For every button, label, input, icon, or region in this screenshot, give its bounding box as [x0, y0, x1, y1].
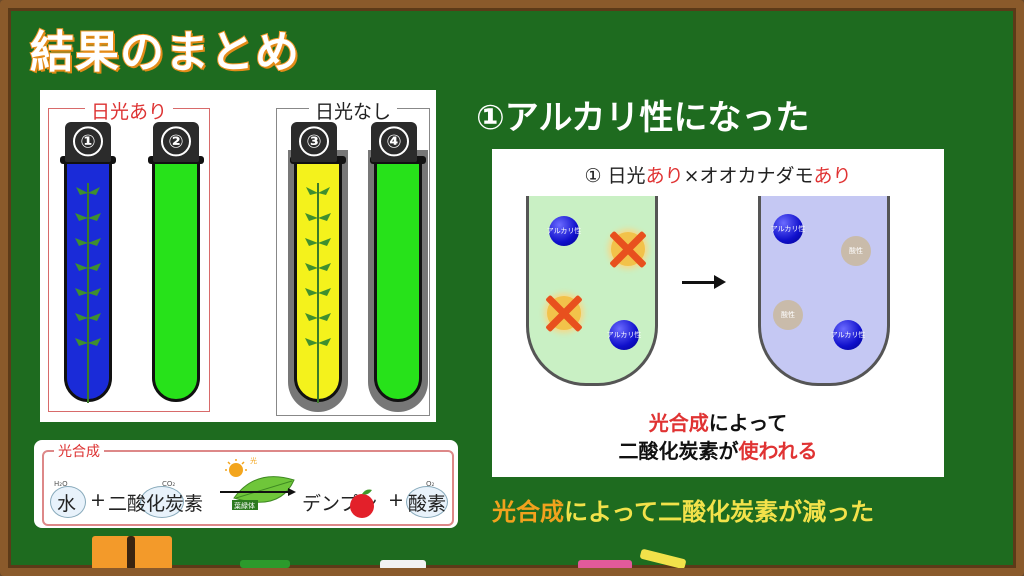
photosynthesis-frame: 光合成 H₂O 水 + CO₂ 二酸化炭素 光 葉緑体	[42, 441, 454, 526]
plus-sign-1: +	[90, 489, 106, 511]
test-tube-4	[374, 160, 422, 402]
chalk-white	[380, 560, 426, 568]
alkali-ion	[773, 214, 803, 244]
tube-3-stopper: ③	[291, 122, 337, 162]
tube-4-stopper: ④	[371, 122, 417, 162]
chalk-green	[240, 560, 290, 568]
page-title: 結果のまとめ	[29, 26, 300, 79]
chalk-pink	[578, 560, 632, 568]
panel-note-line-2: 二酸化炭素が使われる	[492, 435, 944, 464]
co2-bubble	[140, 486, 184, 518]
result-caption: ① 日光あり×オオカナダモあり	[492, 161, 944, 188]
faded-acid-ion	[841, 236, 871, 266]
water-label: 水	[57, 493, 77, 515]
result-panel: ① 日光あり×オオカナダモあり アルカリ性 アルカリ性 アルカリ性 酸性 酸性 …	[492, 149, 944, 477]
oxygen-bubble	[406, 486, 448, 518]
caption-prefix: ① 日光	[584, 165, 646, 187]
faded-acid-label: 酸性	[781, 311, 795, 319]
arrow-right-icon	[682, 275, 726, 289]
group-no-sunlight-label: 日光なし	[308, 97, 398, 124]
leaf-icon	[220, 459, 296, 510]
group-no-sunlight: 日光なし	[276, 97, 430, 416]
tube-4-number: ④	[379, 126, 409, 157]
caption-middle: ×オオカナダモ	[683, 165, 814, 187]
photosynthesis-title: 光合成	[54, 441, 104, 461]
plus-sign-2: +	[388, 489, 404, 511]
tube-3-number: ③	[299, 126, 329, 157]
cross-mark-icon	[543, 292, 585, 334]
tube-1-number: ①	[73, 126, 103, 157]
conclusion-text: 光合成によって二酸化炭素が減った	[492, 492, 874, 527]
beaker-before: アルカリ性 アルカリ性	[526, 196, 658, 386]
eraser-band	[127, 536, 135, 568]
note-prefix-2: 二酸化炭素が	[618, 439, 739, 463]
tube-1-stopper: ①	[65, 122, 111, 162]
alkali-label: アルカリ性	[546, 227, 582, 235]
oxygen-formula: O₂	[426, 480, 435, 488]
co2-label: 二酸化炭素	[108, 493, 204, 515]
faded-acid-ion	[773, 300, 803, 330]
faded-acid-label: 酸性	[849, 247, 863, 255]
group-sunlight: 日光あり	[48, 97, 210, 412]
result-heading: ①アルカリ性になった	[476, 98, 810, 138]
cross-mark-icon	[607, 228, 649, 270]
caption-highlight-2: あり	[813, 165, 852, 187]
alkali-ion	[549, 216, 579, 246]
alkali-label: アルカリ性	[830, 331, 866, 339]
alkali-label: アルカリ性	[606, 331, 642, 339]
test-tube-1	[64, 160, 112, 403]
apple-icon	[350, 489, 374, 518]
group-sunlight-label: 日光あり	[84, 97, 174, 124]
alkali-label: アルカリ性	[770, 225, 806, 233]
water-formula: H₂O	[54, 480, 68, 488]
test-tube-3	[294, 160, 342, 403]
note-highlight-1: 光合成	[648, 411, 709, 435]
alkali-ion	[609, 320, 639, 350]
note-rest-1: によって	[708, 411, 788, 435]
waterweed-icon	[75, 183, 101, 403]
co2-formula: CO₂	[162, 480, 176, 488]
waterweed-icon	[305, 183, 331, 403]
oxygen-label: 酸素	[408, 493, 447, 515]
light-label: 光	[250, 457, 257, 465]
test-tube-panel: 日光あり 日光なし ①	[40, 90, 436, 422]
test-tube-2	[152, 160, 200, 402]
panel-note-line-1: 光合成によって	[492, 407, 944, 436]
beaker-after: アルカリ性 酸性 酸性 アルカリ性	[758, 196, 890, 386]
tube-2-stopper: ②	[153, 122, 199, 162]
conclusion-rest: によって二酸化炭素が減った	[564, 498, 875, 526]
water-bubble	[50, 486, 86, 518]
caption-highlight-1: あり	[645, 165, 684, 187]
tube-2-number: ②	[161, 126, 191, 157]
chalk-yellow	[639, 548, 687, 568]
alkali-ion	[833, 320, 863, 350]
photosynthesis-equation: 光合成 H₂O 水 + CO₂ 二酸化炭素 光 葉緑体	[34, 440, 458, 528]
conclusion-highlight: 光合成	[492, 498, 564, 526]
chloroplast-label: 葉緑体	[234, 502, 255, 510]
note-highlight-2: 使われる	[738, 439, 818, 463]
